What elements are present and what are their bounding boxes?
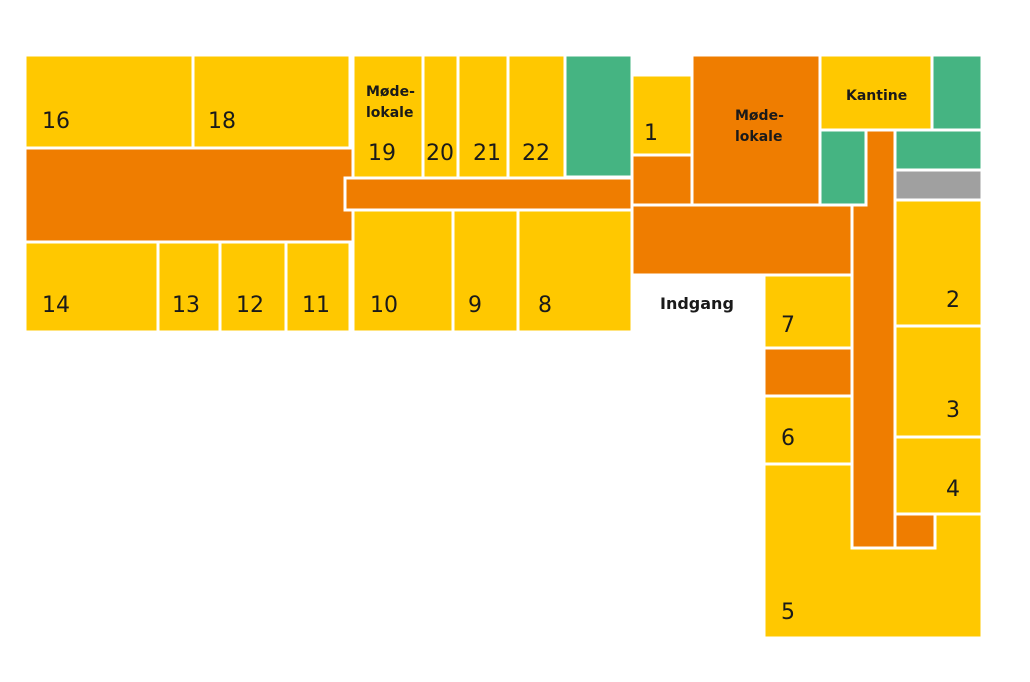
room-12-label: 12 (236, 293, 264, 318)
room-4[interactable] (893, 435, 984, 516)
green-area-3 (818, 128, 868, 207)
room-13[interactable] (156, 240, 222, 334)
room-13-label: 13 (172, 293, 200, 318)
room-19[interactable] (351, 53, 425, 180)
room-16-label: 16 (42, 109, 70, 134)
canteen-label: Kantine (846, 88, 907, 104)
meeting-room-large-label-line1: Møde- (735, 108, 784, 124)
room-22-label: 22 (522, 141, 550, 166)
room-14-label: 14 (42, 293, 70, 318)
room-5-label: 5 (781, 600, 795, 625)
room-6-label: 6 (781, 426, 795, 451)
meeting-room-small-label-line1: Møde- (366, 84, 415, 100)
room-9[interactable] (451, 208, 520, 334)
room-1-label: 1 (644, 121, 658, 146)
room-12[interactable] (218, 240, 288, 334)
room-16[interactable] (23, 53, 195, 150)
room-7-label: 7 (781, 313, 795, 338)
meeting-room-large-label-line2: lokale (735, 129, 782, 145)
entrance-label: Indgang (660, 294, 734, 313)
room-21[interactable] (456, 53, 510, 180)
room-19-label: 19 (368, 141, 396, 166)
room-8-label: 8 (538, 293, 552, 318)
room-18[interactable] (191, 53, 352, 150)
room-6[interactable] (762, 394, 854, 466)
room-21-label: 21 (473, 141, 501, 166)
room-2-label: 2 (946, 288, 960, 313)
room-5[interactable] (762, 462, 984, 640)
room-7[interactable] (762, 273, 854, 350)
room-3[interactable] (893, 324, 984, 439)
room-14[interactable] (23, 240, 160, 334)
room-8[interactable] (516, 208, 634, 334)
corridor-stub-west (762, 346, 854, 398)
corridor-north (343, 176, 637, 212)
canteen[interactable] (818, 53, 934, 132)
room-2[interactable] (893, 198, 984, 328)
room-11[interactable] (284, 240, 352, 334)
grey-area (893, 168, 984, 202)
meeting-room-small-label-line2: lokale (366, 105, 413, 121)
room-3-label: 3 (946, 398, 960, 423)
room-9-label: 9 (468, 293, 482, 318)
room-10[interactable] (351, 208, 455, 334)
room-4-label: 4 (946, 477, 960, 502)
room-10-label: 10 (370, 293, 398, 318)
green-area-2 (930, 53, 984, 133)
room-20-label: 20 (426, 141, 454, 166)
green-area-4 (893, 128, 984, 172)
room-1[interactable] (630, 73, 694, 157)
room-11-label: 11 (302, 293, 330, 318)
corridor-west (23, 146, 357, 244)
room-18-label: 18 (208, 109, 236, 134)
corridor-stub-south (893, 512, 937, 550)
room-22[interactable] (506, 53, 567, 180)
green-area-1 (563, 53, 634, 179)
